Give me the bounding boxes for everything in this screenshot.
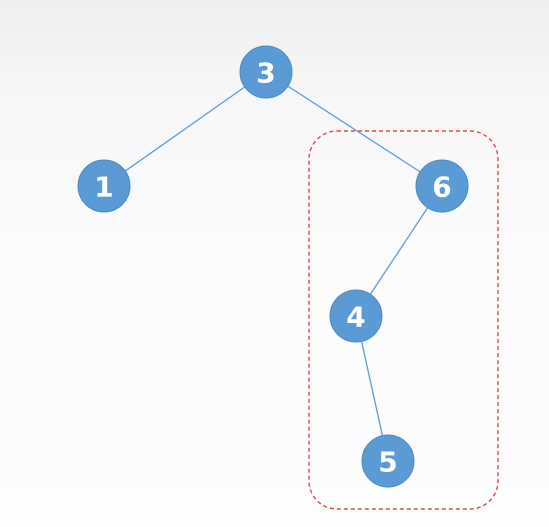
tree-node-5-circle [361, 434, 415, 488]
tree-node-1-circle [77, 159, 131, 213]
tree-node-4-label: 4 [346, 301, 365, 334]
tree-node-5: 5 [361, 434, 415, 488]
tree-node-1-label: 1 [94, 171, 113, 204]
tree-node-3-label: 3 [256, 57, 275, 90]
subtree-highlight-box [308, 130, 499, 510]
tree-node-4-circle [329, 289, 383, 343]
edge-3-1 [103, 71, 267, 187]
tree-node-5-label: 5 [378, 446, 397, 479]
tree-node-4: 4 [329, 289, 383, 343]
edge-3-6 [265, 71, 443, 187]
tree-node-6: 6 [415, 159, 469, 213]
tree-node-3: 3 [239, 45, 293, 99]
tree-node-6-circle [415, 159, 469, 213]
tree-node-3-circle [239, 45, 293, 99]
tree-node-1: 1 [77, 159, 131, 213]
tree-node-6-label: 6 [432, 171, 451, 204]
edges-group [103, 71, 443, 462]
